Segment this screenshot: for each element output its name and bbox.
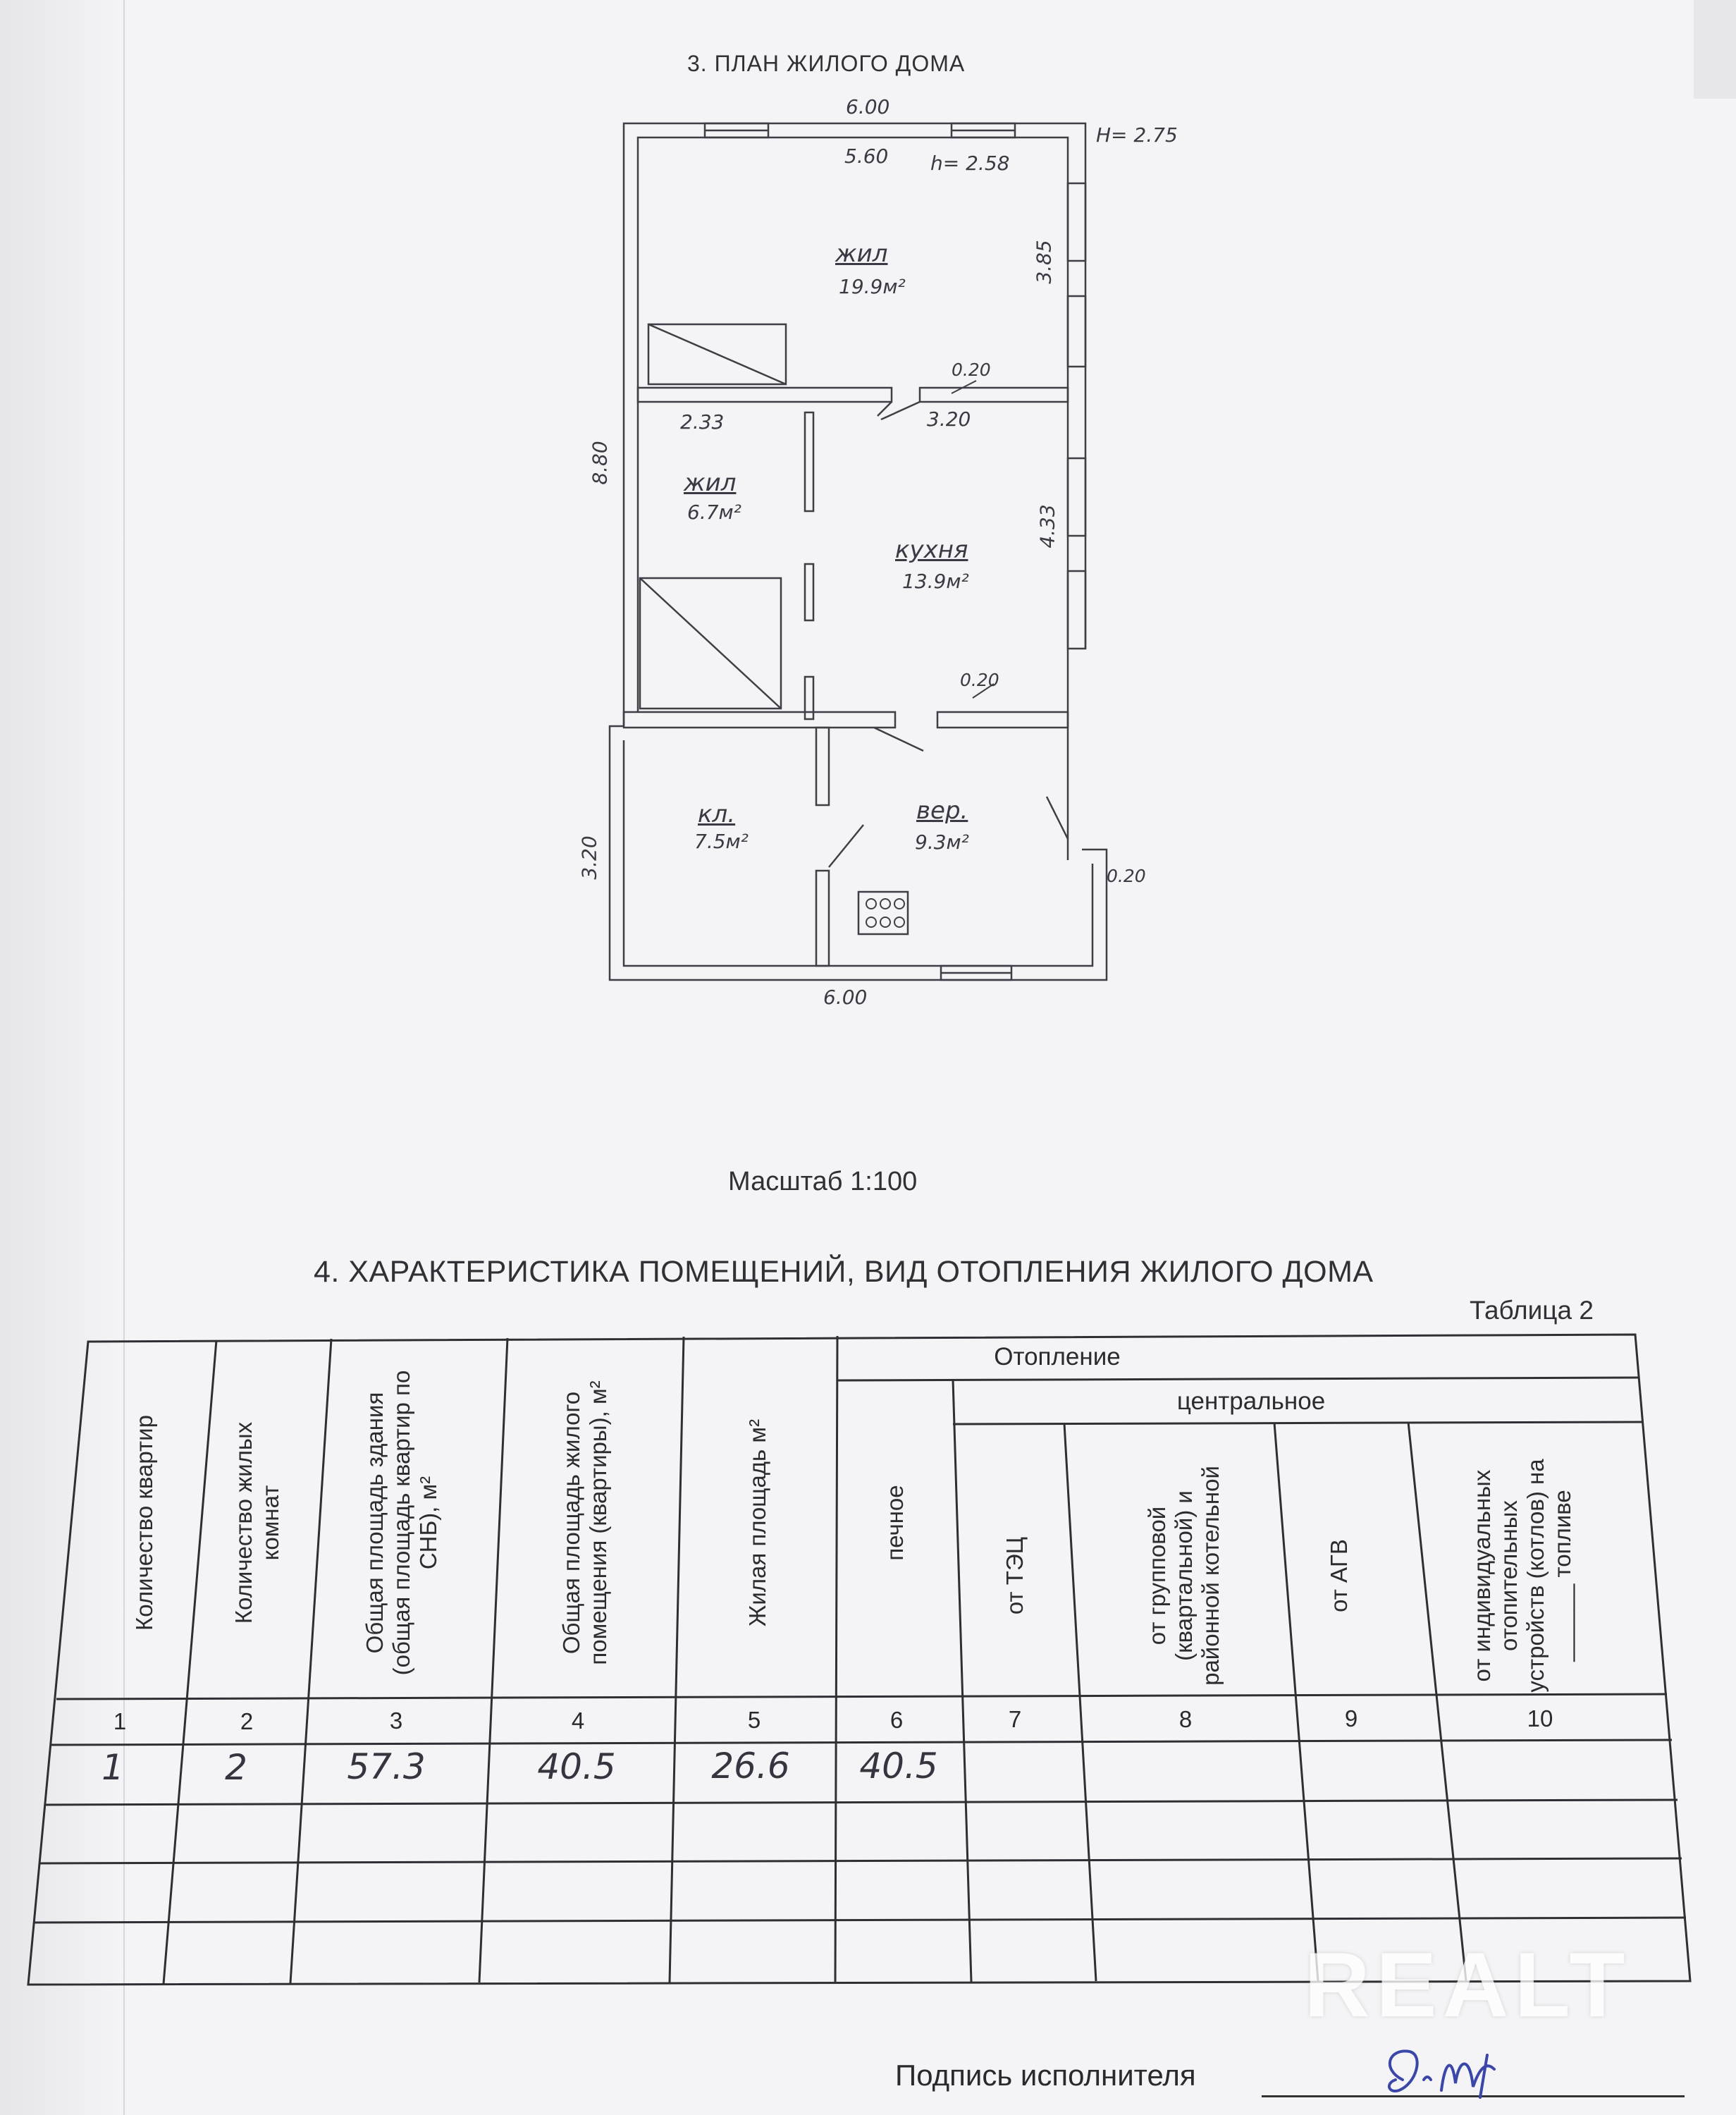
room-area-living-1: 19.9м² <box>839 275 906 298</box>
window-right-2 <box>1066 295 1087 368</box>
col-header-chp: от ТЭЦ <box>1002 1536 1028 1615</box>
plan-scale: Масштаб 1:100 <box>728 1167 918 1196</box>
window-right-1 <box>1066 182 1087 262</box>
partition-lower <box>622 711 897 729</box>
cell-living-rooms: 2 <box>225 1747 247 1788</box>
col-number: 1 <box>113 1708 127 1734</box>
dim-inner-height: h= 2.58 <box>930 152 1010 175</box>
cell-living-area: 26.6 <box>711 1746 790 1786</box>
section-title: 4. ХАРАКТЕРИСТИКА ПОМЕЩЕНИЙ, ВИД ОТОПЛЕН… <box>314 1255 1374 1289</box>
cell-total-dwelling-area: 40.5 <box>537 1746 616 1787</box>
col-number: 3 <box>389 1708 403 1734</box>
signature-label: Подпись исполнителя <box>895 2059 1196 2092</box>
col-header-stove: печное <box>882 1485 909 1561</box>
dim-top-inner: 5.60 <box>844 145 889 168</box>
cell-stove: 40.5 <box>859 1746 938 1786</box>
outer-wall-veranda <box>608 725 1108 981</box>
dim-room-left-width: 2.33 <box>680 410 725 434</box>
paper-edge-top <box>1694 0 1736 99</box>
dim-outer-height: H= 2.75 <box>1096 123 1178 147</box>
stove-upper <box>647 323 787 386</box>
col-header-individual: от индивидуальных отопительных устройств… <box>1469 1459 1575 1693</box>
signature <box>1388 2049 1496 2099</box>
col-number: 4 <box>571 1708 585 1734</box>
col-header-living-area: Жилая площадь м² <box>744 1418 771 1627</box>
stove-lower <box>639 577 782 710</box>
dim-wall-2: 0.20 <box>960 670 999 690</box>
col-header-agv: от АГВ <box>1326 1539 1353 1612</box>
col-number: 8 <box>1178 1706 1193 1732</box>
room-label-living-1: жил <box>835 240 888 268</box>
room-area-living-2: 6.7м² <box>687 501 741 524</box>
room-label-kitchen: кухня <box>895 536 968 564</box>
plan-title: 3. ПЛАН ЖИЛОГО ДОМА <box>687 51 966 76</box>
door-swing-1 <box>877 401 892 417</box>
col-number: 6 <box>889 1707 904 1733</box>
room-area-veranda: 9.3м² <box>915 830 969 854</box>
col-number: 7 <box>1008 1706 1022 1732</box>
window-right-4 <box>1066 570 1087 650</box>
dim-wall-1: 0.20 <box>952 360 991 380</box>
col-number: 10 <box>1527 1705 1553 1731</box>
dim-room-right-width: 3.20 <box>927 407 971 431</box>
paper-edge <box>0 0 125 2115</box>
col-number: 5 <box>747 1707 761 1733</box>
cell-total-building-area: 57.3 <box>347 1746 426 1787</box>
cooktop <box>857 890 909 936</box>
window-right-3 <box>1066 457 1087 537</box>
partition-vertical <box>804 411 815 513</box>
col-header-living-rooms: Количество жилых комнат <box>230 1421 283 1624</box>
dim-wall-3: 0.20 <box>1107 866 1146 886</box>
col-header-total-building-area: Общая площадь здания (общая площадь квар… <box>362 1370 441 1676</box>
header-heating: Отопление <box>994 1343 1121 1371</box>
table-number: Таблица 2 <box>1470 1296 1594 1325</box>
room-label-pantry: кл. <box>698 800 736 828</box>
col-header-boiler-house: от групповой (квартальной) и районной ко… <box>1144 1466 1224 1686</box>
room-label-living-2: жил <box>684 469 737 497</box>
outer-wall-upper <box>622 122 1087 726</box>
pantry-wall <box>815 726 830 807</box>
col-number: 2 <box>240 1708 254 1734</box>
col-header-apartments: Количество квартир <box>131 1415 158 1631</box>
cell-apartments: 1 <box>101 1747 124 1788</box>
room-label-veranda: вер. <box>916 797 968 825</box>
col-header-total-dwelling-area: Общая площадь жилого помещения (квартиры… <box>558 1380 611 1665</box>
dim-bottom-outer: 6.00 <box>823 986 868 1009</box>
partition-upper <box>636 386 893 403</box>
dim-top-outer: 6.00 <box>846 95 890 118</box>
header-central: центральное <box>1176 1387 1326 1415</box>
watermark: REALT <box>1304 1933 1631 2036</box>
room-area-kitchen: 13.9м² <box>902 570 969 593</box>
col-number: 9 <box>1344 1705 1358 1731</box>
room-area-pantry: 7.5м² <box>694 830 749 853</box>
floor-plan <box>608 122 1108 981</box>
signature-line <box>1262 2095 1685 2097</box>
